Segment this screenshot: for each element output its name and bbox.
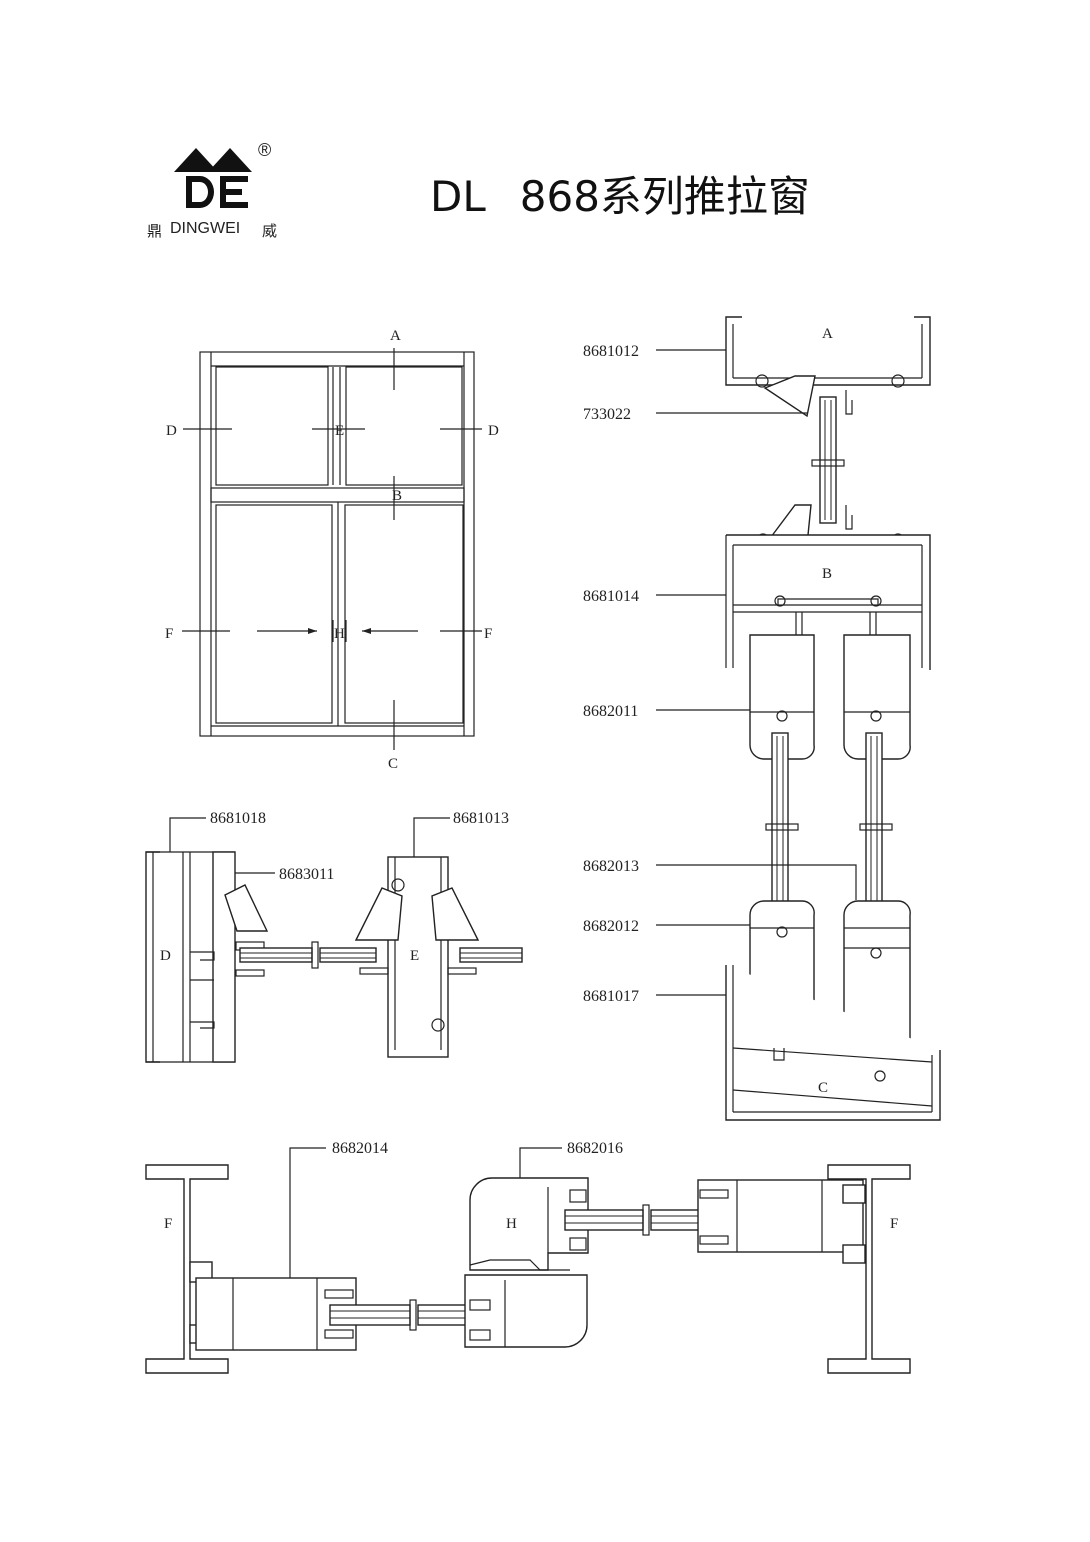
elev-label-e: E: [335, 423, 344, 439]
elev-label-f-right: F: [484, 626, 492, 642]
elev-label-b: B: [392, 488, 402, 504]
code-8681018: 8681018: [210, 810, 266, 827]
registered-mark: ®: [258, 140, 272, 160]
elev-label-d-right: D: [488, 423, 499, 439]
logo-left-roof: [174, 148, 218, 172]
fhf-label-h: H: [506, 1216, 517, 1232]
vsec-label-c: C: [818, 1080, 828, 1096]
fhf-section: F H F 8682014 8682016: [145, 1140, 911, 1374]
vsec-label-b: B: [822, 566, 832, 582]
elev-label-c: C: [388, 756, 398, 772]
logo-char-left: 鼎: [147, 222, 163, 240]
code-8682012: 8682012: [583, 918, 639, 935]
code-8681013: 8681013: [453, 810, 509, 827]
logo-char-right: 威: [262, 222, 278, 240]
elev-label-f-left: F: [165, 626, 173, 642]
code-8682011: 8682011: [583, 703, 638, 720]
elev-label-h: H: [334, 626, 345, 642]
code-8682016: 8682016: [567, 1140, 623, 1157]
dingwei-logo: [174, 148, 252, 208]
logo-right-roof: [208, 148, 252, 172]
code-8681014: 8681014: [583, 588, 639, 605]
code-8681017: 8681017: [583, 988, 639, 1005]
fhf-label-f-right: F: [890, 1216, 898, 1232]
code-8682013: 8682013: [583, 858, 639, 875]
title-prefix: DL: [430, 172, 486, 221]
code-733022: 733022: [583, 406, 631, 423]
de-label-d: D: [160, 948, 171, 964]
code-8681012: 8681012: [583, 343, 639, 360]
vsec-label-a: A: [822, 326, 833, 342]
de-section: D E 8681018 8683011 8681013: [145, 810, 523, 1063]
title-text: 868系列推拉窗: [519, 172, 810, 221]
elev-label-d-left: D: [166, 423, 177, 439]
code-8682014: 8682014: [332, 1140, 388, 1157]
elev-label-a: A: [390, 328, 401, 344]
fhf-label-f-left: F: [164, 1216, 172, 1232]
de-label-e: E: [410, 948, 419, 964]
window-elevation: A D E D B F H F C: [165, 328, 499, 772]
vertical-section: A B C 8681012 733022 8681014 8682011 868…: [583, 316, 941, 1121]
logo-brand-name: DINGWEI: [170, 220, 241, 237]
code-8683011: 8683011: [279, 866, 334, 883]
page-title: DL 868系列推拉窗: [430, 163, 810, 224]
